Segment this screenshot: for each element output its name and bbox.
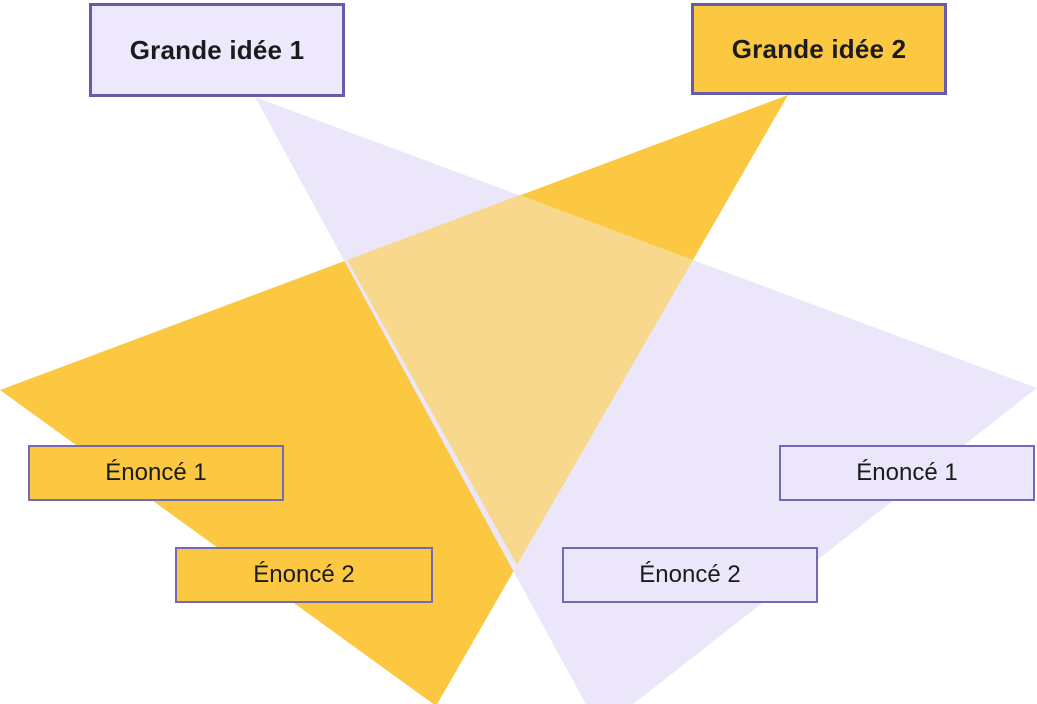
big-idea-2-label: Grande idée 2: [731, 33, 907, 64]
statement-left-2-label: Énoncé 2: [253, 561, 355, 588]
beams-overlap-region: [347, 195, 693, 565]
big-idea-1-label: Grande idée 1: [129, 34, 305, 65]
statement-left-1-box: Énoncé 1: [28, 445, 284, 501]
statement-right-2-label: Énoncé 2: [639, 561, 741, 588]
statement-left-2-box: Énoncé 2: [175, 547, 433, 603]
statement-right-1-box: Énoncé 1: [779, 445, 1035, 501]
big-idea-2-box: Grande idée 2: [691, 3, 947, 95]
statement-right-2-box: Énoncé 2: [562, 547, 818, 603]
statement-right-1-label: Énoncé 1: [856, 459, 958, 486]
statement-left-1-label: Énoncé 1: [105, 459, 207, 486]
big-idea-1-box: Grande idée 1: [89, 3, 345, 97]
